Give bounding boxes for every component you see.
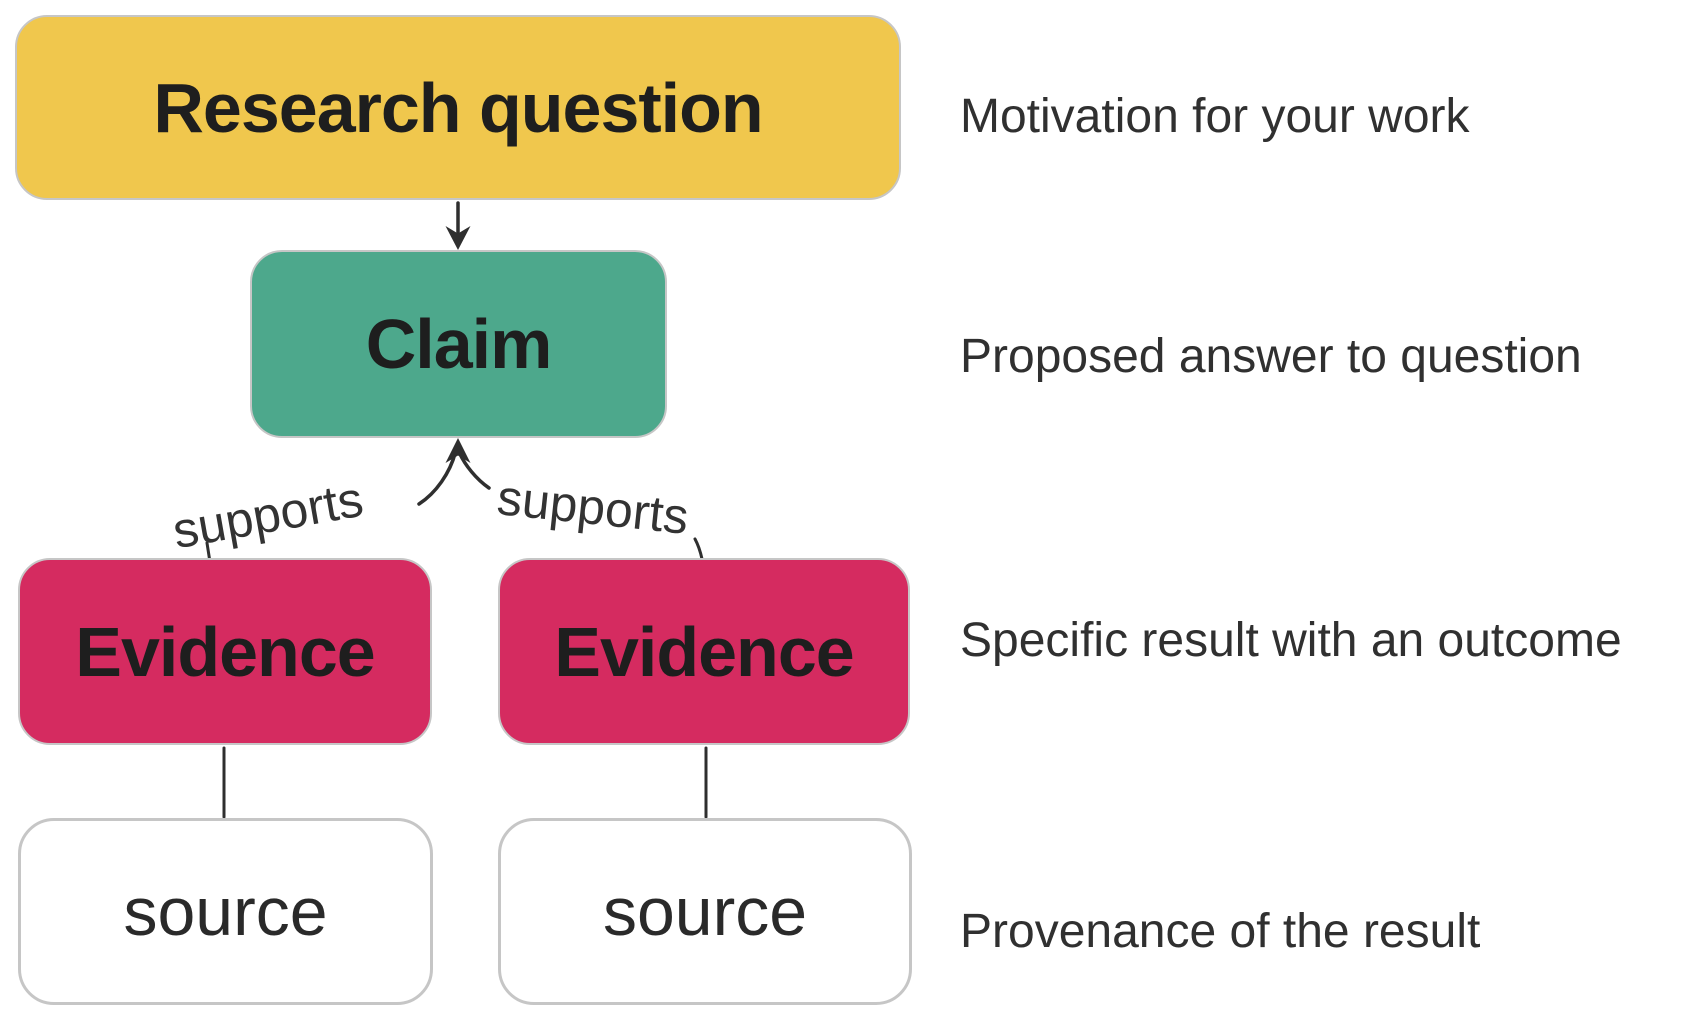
arrow-evidence-left-to-claim-curve <box>417 450 458 506</box>
node-evidence-right: Evidence <box>498 558 910 745</box>
node-evidence-left-label: Evidence <box>75 612 375 691</box>
edge-tail-evidence-right <box>693 537 704 561</box>
node-source-left-label: source <box>123 873 328 950</box>
node-source-right: source <box>498 818 912 1005</box>
node-evidence-left: Evidence <box>18 558 432 745</box>
node-evidence-right-label: Evidence <box>554 612 854 691</box>
arrow-research-to-claim-head <box>445 226 471 250</box>
node-source-right-label: source <box>602 873 808 950</box>
annotation-provenance: Provenance of the result <box>960 905 1481 958</box>
arrow-into-claim-head <box>445 438 471 463</box>
arrow-evidence-right-to-claim-curve <box>457 451 491 490</box>
annotation-proposed-answer: Proposed answer to question <box>960 330 1582 383</box>
annotation-specific-result: Specific result with an outcome <box>960 614 1622 667</box>
edge-label-supports-right: supports <box>494 469 692 545</box>
node-claim: Claim <box>250 250 667 438</box>
node-research-question: Research question <box>15 15 901 200</box>
annotation-motivation: Motivation for your work <box>960 90 1470 143</box>
node-research-question-label: Research question <box>153 68 763 147</box>
node-claim-label: Claim <box>365 305 553 383</box>
edge-label-supports-left: supports <box>168 470 368 560</box>
node-source-left: source <box>18 818 433 1005</box>
